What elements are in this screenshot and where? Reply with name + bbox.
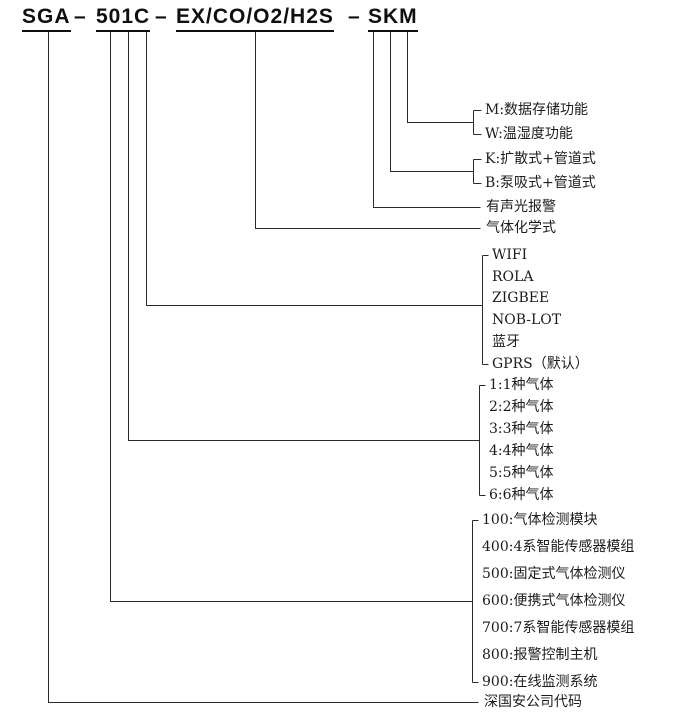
model-segment-company: SGA [22,5,71,32]
label-comm-gprs: GPRS（默认） [492,356,589,372]
model-segment-series: 501C [96,5,151,32]
line-communication [146,30,483,306]
bracket-gas-count [479,385,486,496]
bracket-communication [482,255,489,365]
line-gas-count [128,30,480,441]
model-segment-options: SKM [368,5,418,32]
label-gascount-5: 5:5种气体 [489,465,554,481]
label-storage-w: W:温湿度功能 [485,126,573,142]
label-series-500: 500:固定式气体检测仪 [482,566,626,582]
label-series-800: 800:报警控制主机 [482,647,598,663]
label-gascount-1: 1:1种气体 [489,377,554,393]
label-comm-rola: ROLA [492,269,534,285]
label-gascount-4: 4:4种气体 [489,443,554,459]
label-series-900: 900:在线监测系统 [482,674,598,690]
line-gas-formula [255,30,481,229]
line-sampling [390,30,474,172]
label-storage-m: M:数据存储功能 [485,102,589,118]
line-alarm [373,30,481,208]
label-comm-nob-lot: NOB-LOT [492,312,562,328]
bracket-product-series [472,520,479,683]
label-series-600: 600:便携式气体检测仪 [482,593,626,609]
line-company-code [48,30,479,703]
label-gas-formula: 气体化学式 [486,220,556,236]
label-company-code: 深国安公司代码 [484,694,582,710]
label-alarm: 有声光报警 [486,199,556,215]
label-series-400: 400:4系智能传感器模组 [482,539,635,555]
line-storage [407,30,474,123]
label-comm-wifi: WIFI [492,247,528,263]
model-dash: – [74,5,87,28]
label-comm-zigbee: ZIGBEE [492,290,550,306]
label-comm-bluetooth: 蓝牙 [492,334,520,350]
label-series-700: 700:7系智能传感器模组 [482,620,635,636]
model-dash: – [348,5,361,28]
label-sampling-k: K:扩散式+管道式 [485,151,596,167]
model-dash: – [155,5,168,28]
label-gascount-3: 3:3种气体 [489,421,554,437]
label-sampling-b: B:泵吸式+管道式 [485,175,596,191]
bracket-sampling [473,159,482,184]
label-series-100: 100:气体检测模块 [482,512,598,528]
label-gascount-2: 2:2种气体 [489,399,554,415]
bracket-storage [473,110,482,135]
line-product-series [110,30,473,602]
label-gascount-6: 6:6种气体 [489,487,554,503]
model-segment-gases: EX/CO/O2/H2S [176,5,334,32]
